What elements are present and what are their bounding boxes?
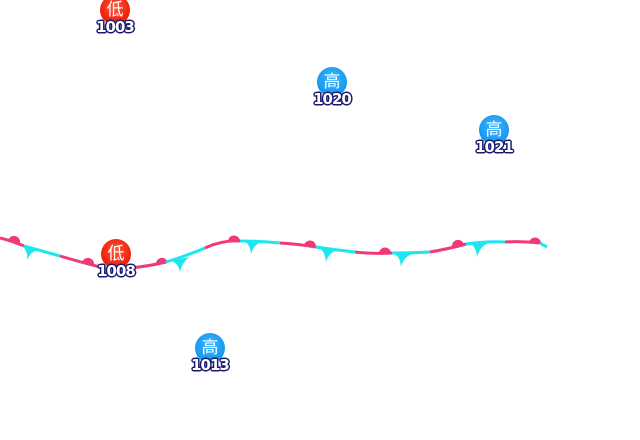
- low-pressure-center: 低 1008: [91, 239, 141, 289]
- pressure-value: 1008: [97, 262, 136, 280]
- high-pressure-icon: 高: [317, 67, 347, 97]
- low-pressure-icon: 低: [101, 239, 131, 269]
- pressure-value: 1013: [191, 356, 230, 374]
- high-pressure-center: 高 1021: [469, 115, 519, 165]
- low-pressure-icon: 低: [100, 0, 130, 25]
- pressure-value: 1003: [96, 18, 135, 36]
- high-pressure-center: 高 1020: [307, 67, 357, 117]
- pressure-value: 1021: [475, 138, 514, 156]
- pressure-value: 1020: [313, 90, 352, 108]
- high-pressure-icon: 高: [195, 333, 225, 363]
- high-pressure-icon: 高: [479, 115, 509, 145]
- high-pressure-center: 高 1013: [185, 333, 235, 383]
- low-pressure-center: 低 1003: [90, 0, 140, 45]
- warm-front-semicircles: [8, 235, 542, 265]
- cold-front-triangles: [22, 241, 489, 272]
- warm-front-segments: [0, 236, 541, 270]
